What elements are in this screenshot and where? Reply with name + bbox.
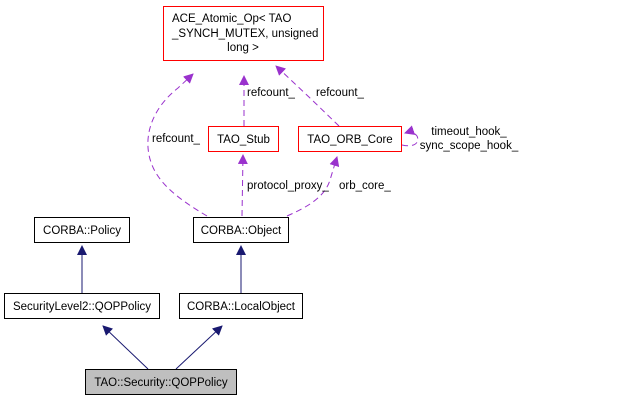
label-orb-core: orb_core_: [339, 180, 391, 192]
label-timeout-hook: timeout_hook_: [431, 126, 507, 138]
node-corba-policy-label: CORBA::Policy: [43, 225, 121, 237]
label-protocol-proxy: protocol_proxy_: [247, 180, 329, 192]
node-corba-policy[interactable]: CORBA::Policy: [34, 217, 130, 243]
node-corba-object-label: CORBA::Object: [201, 225, 282, 237]
node-corba-localobject-label: CORBA::LocalObject: [187, 301, 296, 313]
edge-qop-to-sl2: [102, 325, 149, 370]
node-tao-stub-label: TAO_Stub: [217, 134, 270, 146]
node-tao-orb-core[interactable]: TAO_ORB_Core: [298, 126, 402, 152]
node-ace-atomic-op[interactable]: ACE_Atomic_Op< TAO _SYNCH_MUTEX, unsigne…: [163, 6, 324, 61]
edge-orbcore-self-hooks: [401, 125, 419, 147]
edge-orbcore-to-ace-refcount: [275, 65, 340, 127]
node-ace-line-2: _SYNCH_MUTEX, unsigned: [171, 28, 318, 40]
node-tao-security-qoppolicy: TAO::Security::QOPPolicy: [85, 369, 237, 395]
node-sl2-label: SecurityLevel2::QOPPolicy: [13, 301, 151, 313]
edge-object-to-stub-protocol-proxy: [237, 154, 248, 217]
node-ace-line-1: ACE_Atomic_Op< TAO: [172, 13, 291, 25]
node-corba-object[interactable]: CORBA::Object: [193, 217, 289, 243]
node-tao-orb-core-label: TAO_ORB_Core: [307, 134, 392, 146]
label-sync-scope-hook: sync_scope_hook_: [420, 140, 519, 152]
node-securitylevel2-qoppolicy[interactable]: SecurityLevel2::QOPPolicy: [4, 293, 160, 319]
node-tao-security-qoppolicy-label: TAO::Security::QOPPolicy: [94, 377, 228, 389]
edge-object-to-ace-refcount: [147, 73, 208, 217]
edge-qop-to-localobject: [175, 325, 223, 370]
label-refcount-orbcore: refcount_: [316, 87, 365, 99]
edge-object-to-orbcore-orb-core: [286, 156, 340, 217]
label-refcount-object: refcount_: [152, 133, 201, 145]
node-ace-line-3: long >: [227, 42, 259, 54]
node-tao-stub[interactable]: TAO_Stub: [208, 126, 279, 152]
node-corba-localobject[interactable]: CORBA::LocalObject: [179, 293, 303, 319]
label-refcount-stub: refcount_: [247, 87, 296, 99]
